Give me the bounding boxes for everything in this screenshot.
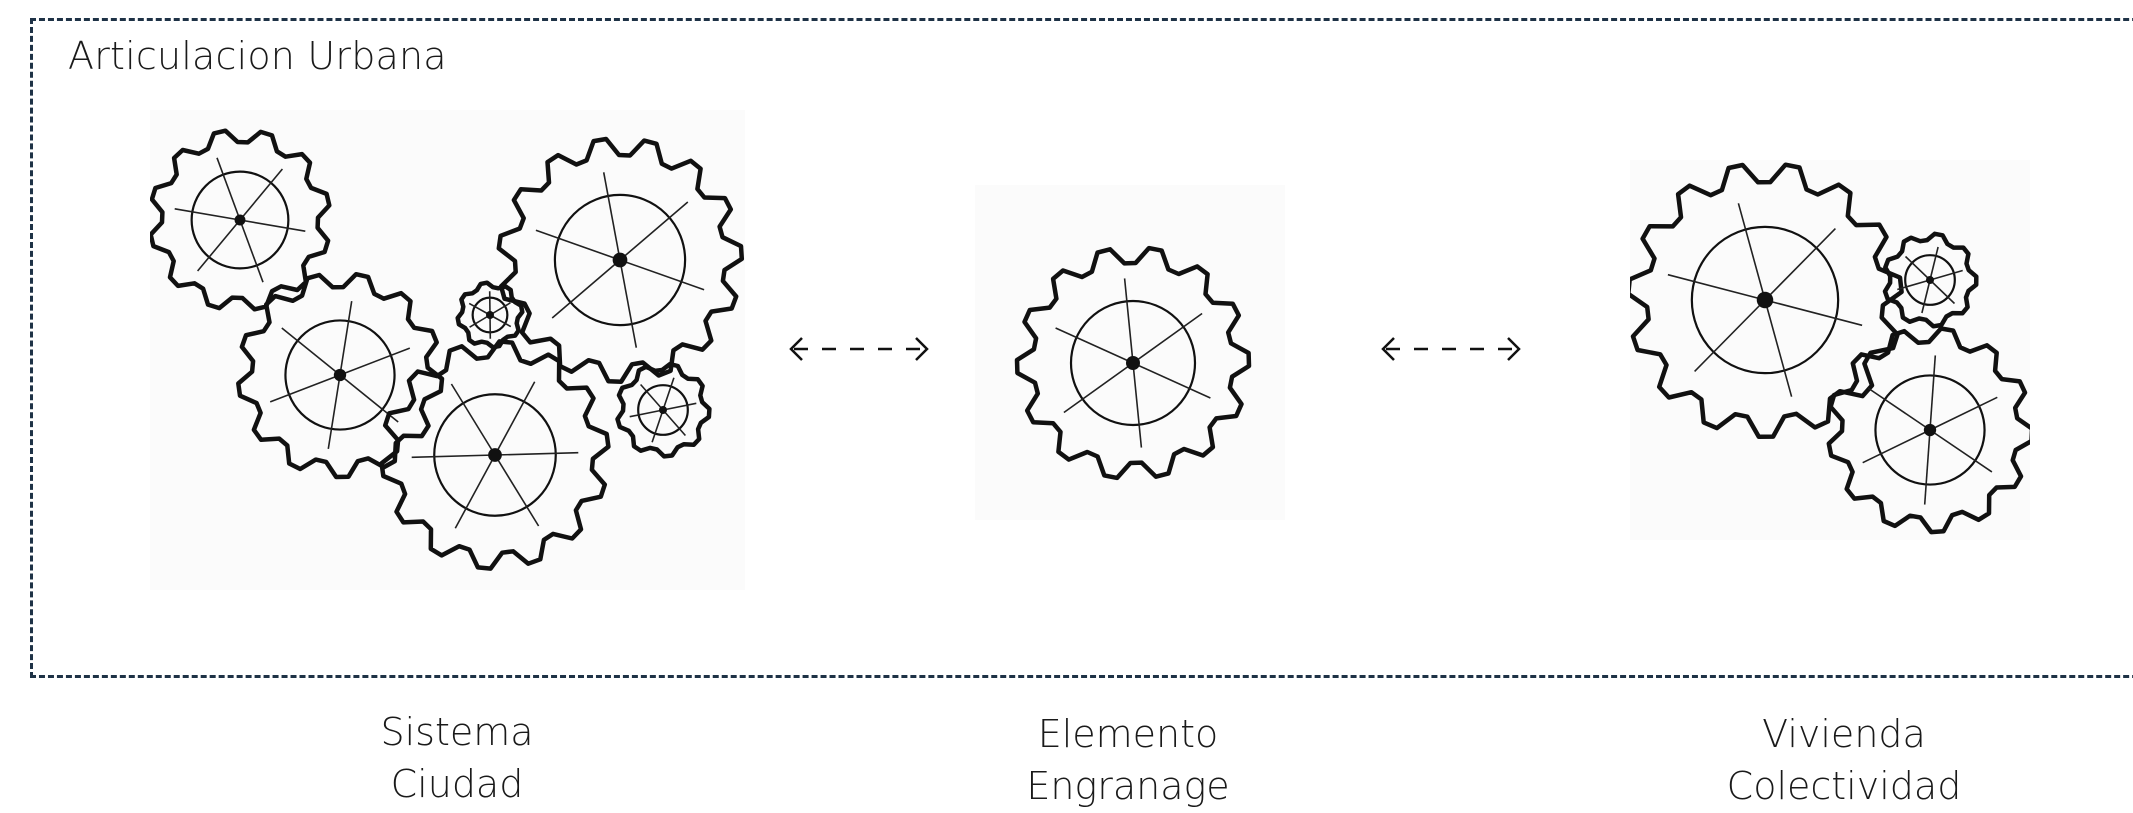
dashed-arrow-right (1381, 337, 1521, 361)
gear-icon (1630, 162, 1904, 439)
dashed-arrow-left (789, 337, 929, 361)
caption-elemento: Elemento Engranage (948, 708, 1308, 812)
caption-vivienda-line1: Vivienda (1762, 712, 1926, 756)
gear-icon (236, 271, 445, 480)
gear-cluster-panel (150, 110, 745, 590)
caption-elemento-line1: Elemento (1037, 712, 1219, 756)
frame-title: Articulacion Urbana (68, 34, 447, 78)
three-gear-panel (1630, 160, 2030, 540)
caption-elemento-line2: Engranage (1026, 764, 1230, 808)
caption-vivienda: Vivienda Colectividad (1664, 708, 2024, 812)
caption-sistema: Sistema Ciudad (277, 706, 637, 810)
gear-icon (150, 128, 332, 312)
caption-sistema-line1: Sistema (380, 710, 534, 754)
dashed-frame (30, 18, 2133, 678)
single-gear-sketch-icon (1014, 245, 1252, 481)
gear-cluster-sketch-icon (150, 128, 745, 571)
caption-sistema-line2: Ciudad (390, 762, 524, 806)
single-gear-panel (975, 185, 1285, 520)
gear-icon (615, 361, 712, 459)
gear-icon (379, 339, 611, 571)
caption-vivienda-line2: Colectividad (1726, 764, 1962, 808)
gear-icon (1014, 245, 1252, 481)
gear-icon (1882, 231, 1979, 329)
gear-icon (455, 280, 525, 350)
gear-icon (1826, 326, 2030, 535)
gear-icon (496, 136, 745, 385)
three-gear-sketch-icon (1630, 162, 2030, 535)
